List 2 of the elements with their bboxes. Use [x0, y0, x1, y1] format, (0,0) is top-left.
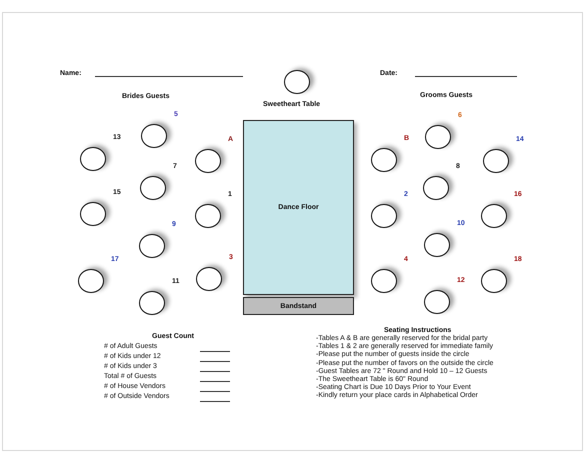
- bandstand: [243, 297, 354, 315]
- dance-floor: [243, 120, 354, 295]
